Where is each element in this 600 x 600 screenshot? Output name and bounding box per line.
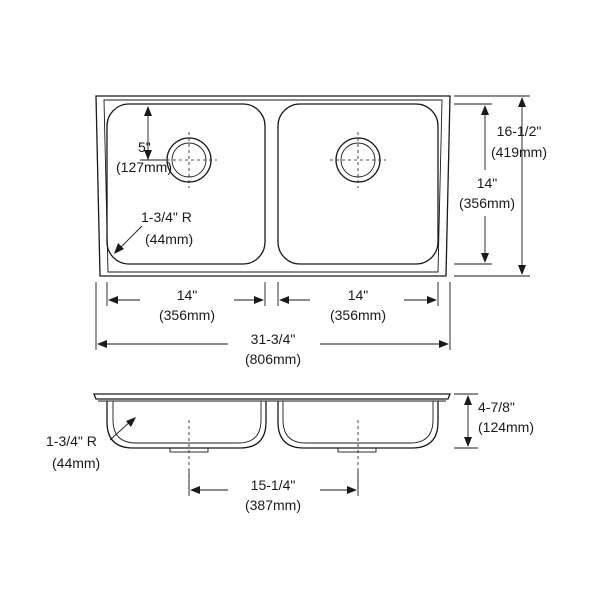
drain-offset-label: 5" [138,139,151,155]
overall-width-mm-label: (806mm) [245,351,301,367]
bowl-depth-label: 14" [477,175,498,191]
drain-offset-dimension [140,106,166,161]
bowl-height-label: 4-7/8" [478,399,515,415]
right-bowl-width-mm-label: (356mm) [330,307,386,323]
top-view: 5" (127mm) 1-3/4" R (44mm) 14" (356mm) [95,95,547,367]
drain-spacing-mm-label: (387mm) [245,497,301,513]
front-view: 1-3/4" R (44mm) 4-7/8" (124mm) 15-1/4" (… [46,393,534,513]
corner-radius-side-label: 1-3/4" R [46,433,97,449]
overall-width-label: 31-3/4" [251,331,296,347]
overall-depth-dimension [454,95,530,277]
left-bowl-width-label: 14" [177,287,198,303]
sink-outer-rim [95,95,451,277]
front-rim [93,393,451,400]
bowl-height-dimension [454,393,478,449]
overall-depth-label: 16-1/2" [497,123,542,139]
corner-radius-leader-side [109,417,136,441]
left-bowl [106,103,266,265]
bowl-depth-dimension [454,103,492,265]
bowl-depth-mm-label: (356mm) [459,195,515,211]
drain-offset-mm-label: (127mm) [116,159,172,175]
corner-radius-top-label: 1-3/4" R [141,209,192,225]
bowl-width-dimensions [95,282,451,350]
left-bowl-width-mm-label: (356mm) [159,307,215,323]
left-drain [161,132,217,188]
drain-spacing-label: 15-1/4" [251,477,296,493]
corner-radius-side-mm-label: (44mm) [52,455,100,471]
bowl-height-mm-label: (124mm) [478,419,534,435]
corner-radius-leader-top [114,225,143,254]
right-bowl-width-label: 14" [348,287,369,303]
right-drain [330,132,386,188]
overall-depth-mm-label: (419mm) [491,144,547,160]
corner-radius-top-mm-label: (44mm) [145,231,193,247]
right-bowl [277,103,439,265]
